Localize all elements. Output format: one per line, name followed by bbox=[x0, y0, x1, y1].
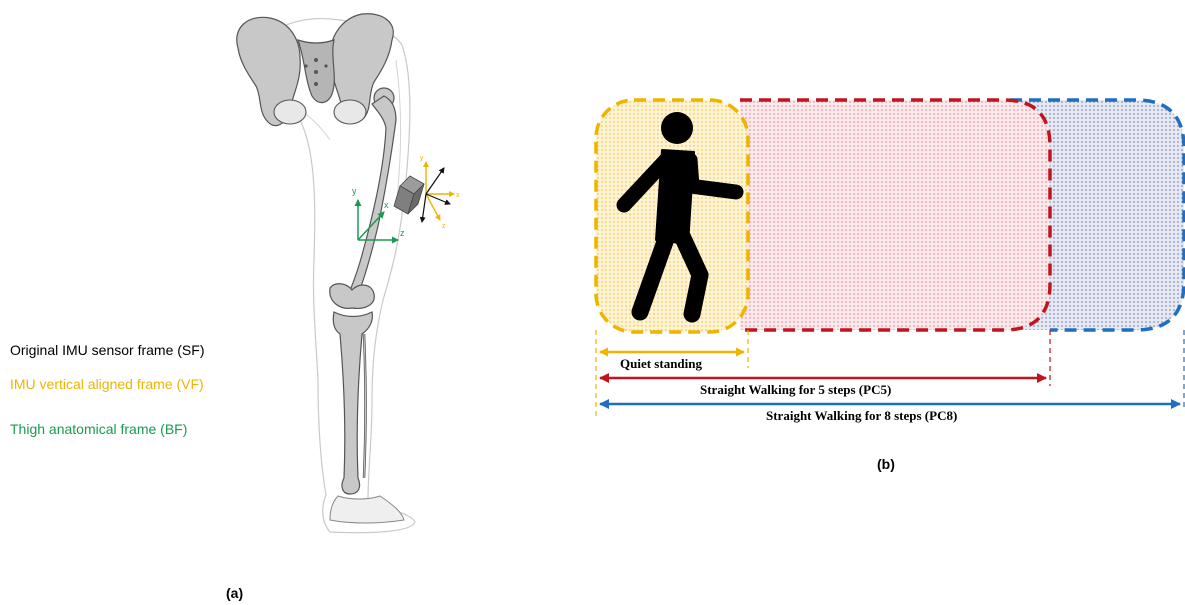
quiet-standing-label: Quiet standing bbox=[620, 356, 702, 372]
tibia-bone bbox=[330, 312, 404, 523]
pc5-label: Straight Walking for 5 steps (PC5) bbox=[700, 382, 891, 398]
legend-bf: Thigh anatomical frame (BF) bbox=[10, 421, 187, 437]
bf-axis-y-label: y bbox=[352, 186, 357, 196]
vf-sf-axes: y x z bbox=[420, 155, 460, 230]
leg-illustration: y x z y x z bbox=[237, 14, 460, 533]
vf-axis-y-label: y bbox=[420, 155, 424, 162]
caption-a: (a) bbox=[226, 585, 243, 601]
pc5-region bbox=[740, 100, 1050, 330]
bf-axis-x-label: x bbox=[384, 200, 389, 210]
bf-axis-z-label: z bbox=[400, 228, 405, 238]
pc8-label: Straight Walking for 8 steps (PC8) bbox=[766, 408, 957, 424]
vf-axis-z-label: z bbox=[442, 223, 446, 230]
caption-b: (b) bbox=[877, 456, 895, 472]
vf-axis-x-label: x bbox=[456, 192, 460, 199]
pelvis-skeleton bbox=[237, 14, 394, 126]
legend-vf: IMU vertical aligned frame (VF) bbox=[10, 376, 204, 392]
legend-sf: Original IMU sensor frame (SF) bbox=[10, 342, 204, 358]
